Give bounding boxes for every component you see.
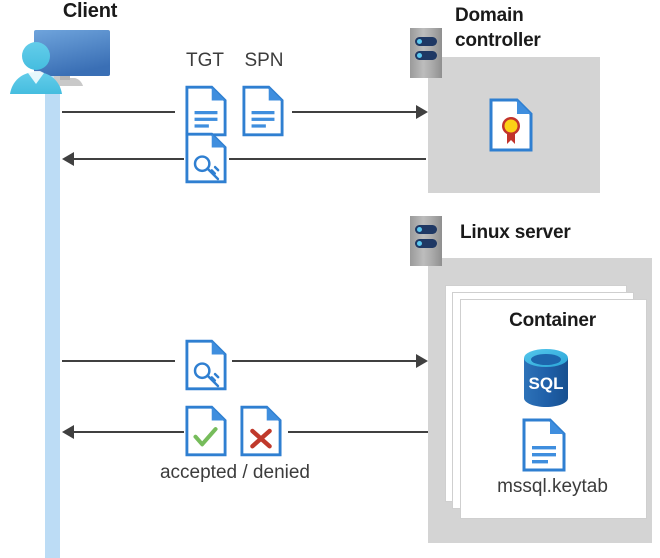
client-monitor-person-icon xyxy=(8,24,116,98)
message-result-line-left xyxy=(74,431,184,433)
domain-controller-server-icon xyxy=(410,28,442,78)
message-request-line-left xyxy=(62,111,175,113)
svg-text:SQL: SQL xyxy=(529,374,564,393)
check-document-icon xyxy=(185,405,227,457)
spn-document-icon xyxy=(242,85,284,137)
key-document-icon-present xyxy=(185,339,227,391)
message-granted-line-left xyxy=(74,158,184,160)
container-title: Container xyxy=(509,310,596,331)
message-result-line-right xyxy=(288,431,428,433)
certificate-document-icon xyxy=(489,98,533,152)
tgt-document-icon xyxy=(185,85,227,137)
cross-document-icon xyxy=(240,405,282,457)
domain-controller-title: Domain controller xyxy=(455,3,635,53)
sql-database-icon: SQL xyxy=(518,347,574,409)
linux-server-title: Linux server xyxy=(460,222,571,243)
linux-server-icon xyxy=(410,216,442,266)
message-request-line-right xyxy=(292,111,416,113)
keytab-filename-label: mssql.keytab xyxy=(497,476,608,497)
domain-controller-title-line2: controller xyxy=(455,30,541,51)
domain-controller-title-line1: Domain xyxy=(455,5,524,26)
message-request-arrowhead xyxy=(416,105,428,119)
message-present-line-left xyxy=(62,360,175,362)
message-result-arrowhead xyxy=(62,425,74,439)
page-title-client: Client xyxy=(62,0,118,22)
message-present-line-right xyxy=(232,360,416,362)
message-granted-arrowhead xyxy=(62,152,74,166)
spn-label: SPN xyxy=(244,50,284,71)
message-granted-line-right xyxy=(229,158,426,160)
tgt-label: TGT xyxy=(186,50,224,71)
key-document-icon-granted xyxy=(185,132,227,184)
container-card-front xyxy=(460,299,647,519)
accepted-denied-label: accepted / denied xyxy=(159,462,310,483)
client-lifeline xyxy=(45,62,60,558)
message-present-arrowhead xyxy=(416,354,428,368)
keytab-document-icon xyxy=(522,418,566,472)
